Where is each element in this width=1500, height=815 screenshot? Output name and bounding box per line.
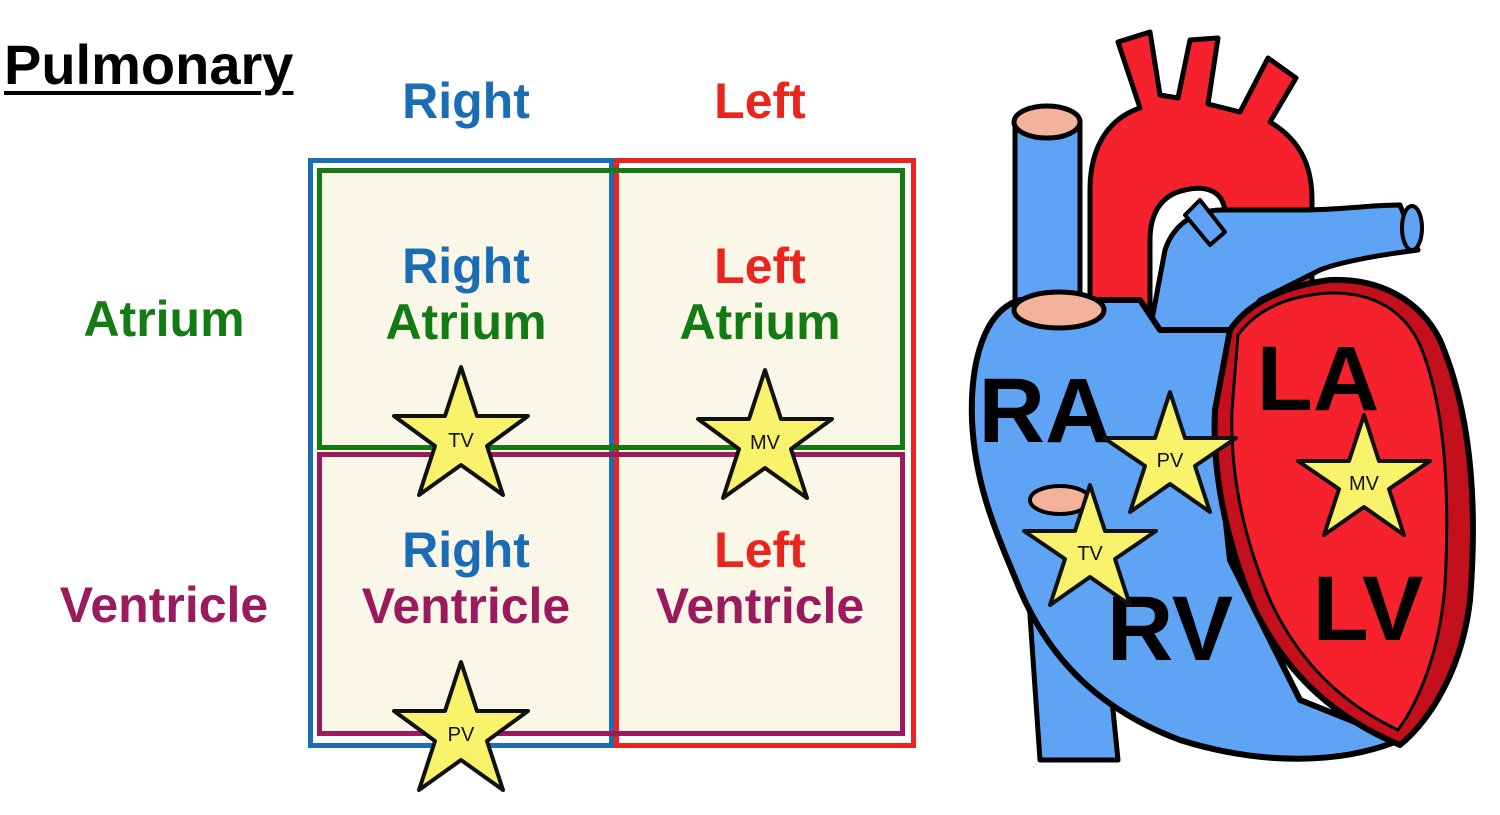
row-header-ventricle: Ventricle xyxy=(59,577,269,633)
pv-star-icon: PV xyxy=(392,660,530,792)
cell-right-ventricle: Right Ventricle xyxy=(316,522,616,634)
heart-mv-star-label: MV xyxy=(1349,473,1380,495)
mv-star-icon: MV xyxy=(696,368,834,500)
cell-left-ventricle-side: Left xyxy=(714,522,806,578)
heart-tv-star-icon: TV xyxy=(1022,483,1158,607)
mv-star-label: MV xyxy=(750,432,781,454)
cell-left-atrium-side: Left xyxy=(714,238,806,294)
pv-star-label: PV xyxy=(448,724,475,746)
ventricle-row-border xyxy=(317,452,905,736)
heart-pv-star-label: PV xyxy=(1157,450,1184,472)
heart-pv-star-icon: PV xyxy=(1102,390,1238,514)
page-title: Pulmonary xyxy=(4,33,294,96)
cell-left-ventricle: Left Ventricle xyxy=(610,522,910,634)
cell-right-ventricle-side: Right xyxy=(402,522,530,578)
right-heart xyxy=(968,289,1403,762)
column-header-left: Left xyxy=(714,73,806,129)
heart-label-lv: LV xyxy=(1313,558,1424,660)
pulmonary-artery xyxy=(1147,198,1424,343)
heart-tv-star-label: TV xyxy=(1077,543,1103,565)
cell-right-ventricle-chamber: Ventricle xyxy=(361,578,571,634)
atrium-row-border xyxy=(317,168,905,450)
tv-star-label: TV xyxy=(448,430,474,452)
cell-right-atrium: Right Atrium xyxy=(316,238,616,350)
tv-star-icon: TV xyxy=(392,365,530,497)
heart-mv-star-icon: MV xyxy=(1296,413,1432,537)
row-header-atrium: Atrium xyxy=(83,291,245,347)
cell-left-atrium: Left Atrium xyxy=(610,238,910,350)
cell-left-atrium-chamber: Atrium xyxy=(679,294,841,350)
heart-label-ra: RA xyxy=(979,360,1112,462)
cell-right-atrium-chamber: Atrium xyxy=(385,294,547,350)
cell-left-ventricle-chamber: Ventricle xyxy=(655,578,865,634)
cell-right-atrium-side: Right xyxy=(402,238,530,294)
heart-label-la: LA xyxy=(1257,328,1380,430)
column-header-right: Right xyxy=(402,73,530,129)
